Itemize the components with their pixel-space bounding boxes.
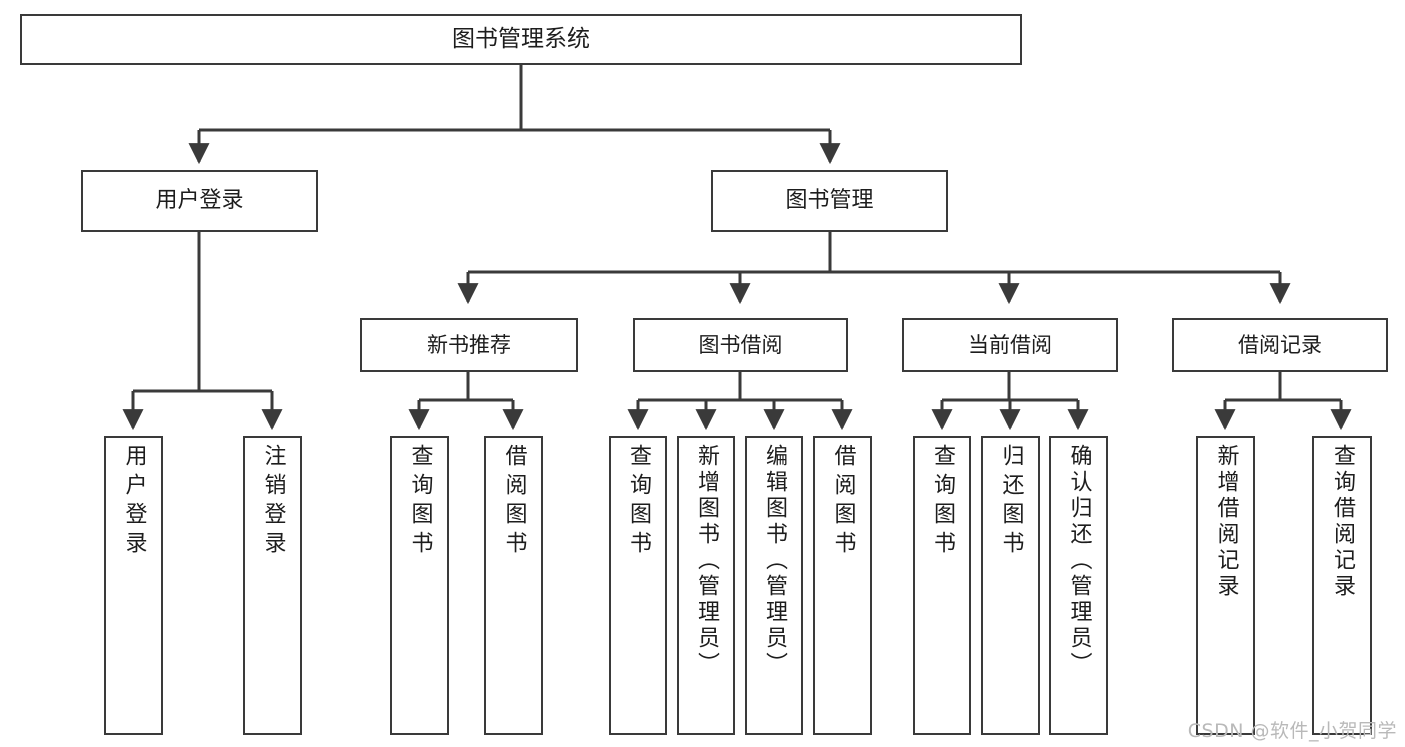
node-leaf-borrow-book-2[interactable]: 借阅图书 [813, 436, 872, 735]
node-leaf-query-book-1[interactable]: 查询图书 [390, 436, 449, 735]
node-root-label: 图书管理系统 [452, 25, 590, 52]
node-book-borrow[interactable]: 图书借阅 [633, 318, 848, 372]
node-book-manage[interactable]: 图书管理 [711, 170, 948, 232]
node-root[interactable]: 图书管理系统 [20, 14, 1022, 65]
watermark: CSDN @软件_小贺同学 [1187, 720, 1397, 742]
node-leaf-query-record-label: 查询借阅记录 [1330, 444, 1355, 600]
node-leaf-add-record[interactable]: 新增借阅记录 [1196, 436, 1255, 735]
node-leaf-return-book-label: 归还图书 [998, 444, 1024, 560]
node-leaf-query-book-2-label: 查询图书 [626, 444, 651, 560]
node-borrow-record[interactable]: 借阅记录 [1172, 318, 1388, 372]
node-leaf-user-login-label: 用户登录 [121, 444, 147, 560]
node-leaf-query-book-3[interactable]: 查询图书 [913, 436, 971, 735]
node-new-book-recommend-label: 新书推荐 [427, 332, 511, 357]
node-leaf-query-book-2[interactable]: 查询图书 [609, 436, 667, 735]
node-leaf-query-book-1-label: 查询图书 [407, 444, 433, 560]
node-new-book-recommend[interactable]: 新书推荐 [360, 318, 578, 372]
node-book-borrow-label: 图书借阅 [698, 332, 783, 357]
node-leaf-edit-book-label: 编辑图书（管理员） [762, 444, 787, 678]
node-leaf-return-book[interactable]: 归还图书 [981, 436, 1040, 735]
node-current-borrow-label: 当前借阅 [968, 332, 1052, 357]
node-leaf-logout-login[interactable]: 注销登录 [243, 436, 302, 735]
node-leaf-edit-book[interactable]: 编辑图书（管理员） [745, 436, 803, 735]
node-leaf-logout-login-label: 注销登录 [260, 444, 286, 560]
node-borrow-record-label: 借阅记录 [1238, 332, 1322, 357]
node-leaf-add-record-label: 新增借阅记录 [1213, 444, 1239, 600]
node-leaf-confirm-return-label: 确认归还（管理员） [1066, 444, 1092, 678]
node-user-login[interactable]: 用户登录 [81, 170, 318, 232]
node-book-manage-label: 图书管理 [785, 188, 874, 214]
node-leaf-query-book-3-label: 查询图书 [930, 444, 955, 560]
node-leaf-borrow-book-1-label: 借阅图书 [501, 444, 527, 560]
node-leaf-confirm-return[interactable]: 确认归还（管理员） [1049, 436, 1108, 735]
node-current-borrow[interactable]: 当前借阅 [902, 318, 1118, 372]
node-leaf-user-login[interactable]: 用户登录 [104, 436, 163, 735]
node-user-login-label: 用户登录 [155, 188, 244, 214]
node-leaf-query-record[interactable]: 查询借阅记录 [1312, 436, 1372, 735]
node-leaf-add-book[interactable]: 新增图书（管理员） [677, 436, 735, 735]
node-leaf-borrow-book-2-label: 借阅图书 [830, 444, 856, 560]
node-leaf-borrow-book-1[interactable]: 借阅图书 [484, 436, 543, 735]
node-leaf-add-book-label: 新增图书（管理员） [694, 444, 719, 678]
